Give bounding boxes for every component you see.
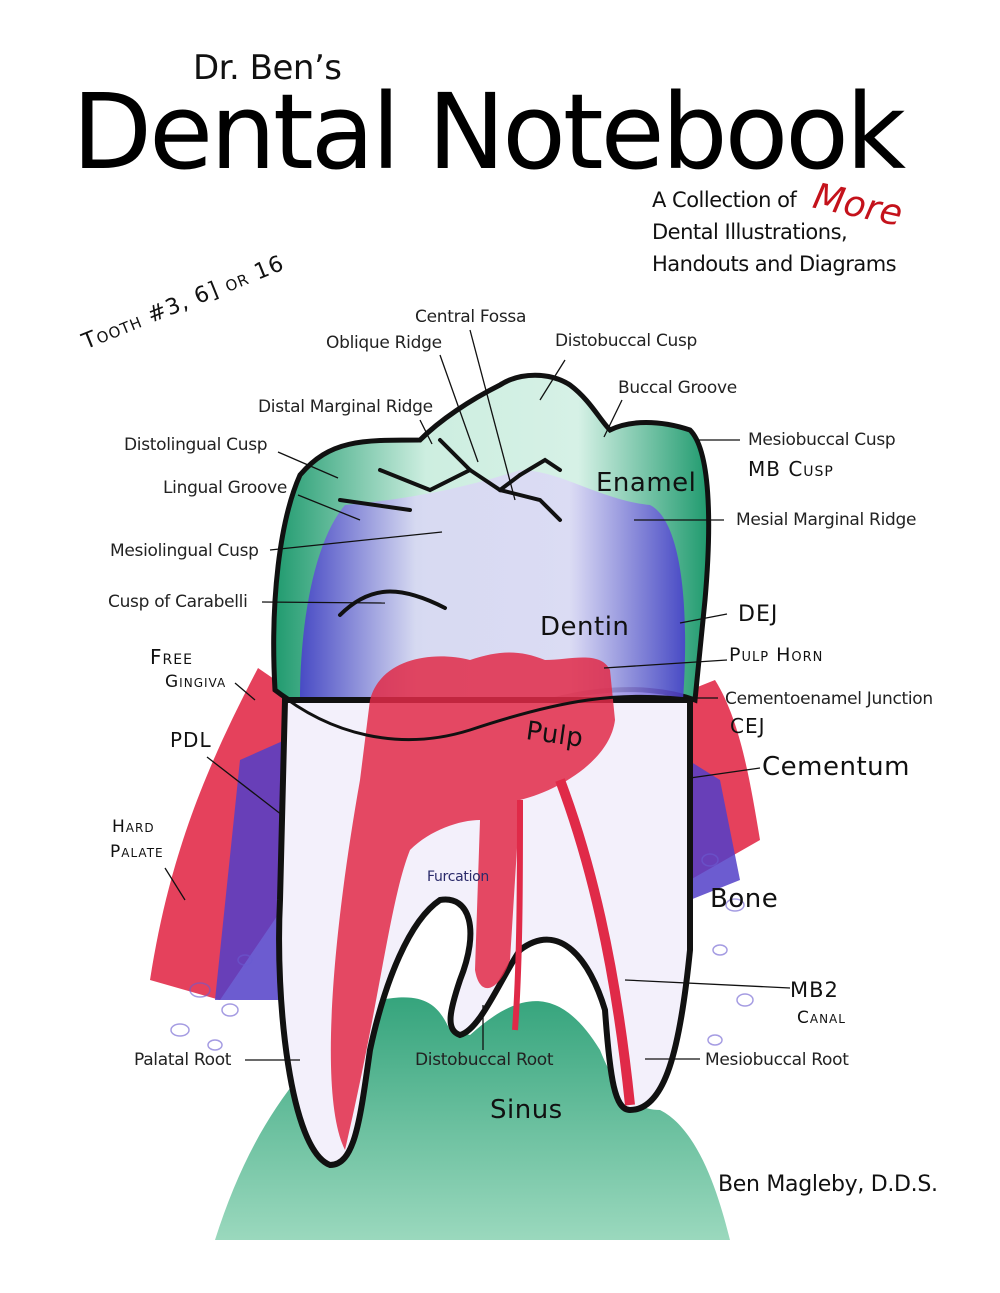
label-mb-cusp: MB Cusp [748, 457, 834, 481]
label-cementoenamel-junction: Cementoenamel Junction [725, 689, 933, 709]
cover-title: Dental Notebook [72, 71, 906, 193]
gingiva-left [150, 668, 290, 1000]
subtitle-line-3: Handouts and Diagrams [652, 252, 897, 276]
label-cej: CEJ [730, 714, 766, 738]
label-cusp-of-carabelli: Cusp of Carabelli [108, 592, 248, 612]
cej-line [274, 688, 696, 741]
label-furcation: Furcation [427, 869, 490, 885]
label-oblique-ridge: Oblique Ridge [326, 333, 442, 353]
label-mesial-marginal-ridge: Mesial Marginal Ridge [736, 510, 917, 530]
label-distolingual-cusp: Distolingual Cusp [124, 435, 268, 455]
title-prefix: Dr. Ben’s [193, 48, 342, 88]
subtitle-line-2: Dental Illustrations, [652, 220, 848, 244]
label-dej: DEJ [738, 602, 779, 627]
label-distobuccal-cusp: Distobuccal Cusp [555, 331, 698, 351]
label-mb2: MB2 [790, 978, 839, 1002]
gingiva-right [688, 680, 760, 900]
label-pdl: PDL [170, 728, 212, 752]
label-sinus: Sinus [490, 1095, 563, 1125]
author-name: Ben Magleby, D.D.S. [718, 1172, 938, 1197]
label-hard-palate-2: Palate [110, 842, 164, 862]
label-mesiobuccal-cusp: Mesiobuccal Cusp [748, 430, 896, 450]
label-dentin: Dentin [540, 612, 630, 642]
label-hard-palate-1: Hard [112, 817, 155, 837]
label-lingual-groove: Lingual Groove [163, 478, 287, 498]
label-mesiobuccal-root: Mesiobuccal Root [705, 1050, 849, 1070]
label-free-gingiva-2: Gingiva [165, 672, 227, 692]
label-distal-marginal-ridge: Distal Marginal Ridge [258, 397, 433, 417]
label-cementum: Cementum [762, 752, 910, 782]
leader-lines [164, 329, 791, 1061]
label-enamel: Enamel [596, 468, 697, 498]
label-bone: Bone [710, 884, 779, 914]
roots [276, 652, 693, 1169]
bone-texture [170, 853, 754, 1051]
label-palatal-root: Palatal Root [134, 1050, 232, 1070]
label-distobuccal-root: Distobuccal Root [415, 1050, 554, 1070]
label-mb2-canal: Canal [797, 1008, 846, 1028]
label-pulp-horn: Pulp Horn [729, 644, 824, 666]
label-free-gingiva-1: Free [150, 645, 193, 669]
label-central-fossa: Central Fossa [415, 307, 527, 327]
label-mesiolingual-cusp: Mesiolingual Cusp [110, 541, 259, 561]
subtitle-line-1: A Collection of [652, 188, 797, 212]
label-buccal-groove: Buccal Groove [618, 378, 737, 398]
